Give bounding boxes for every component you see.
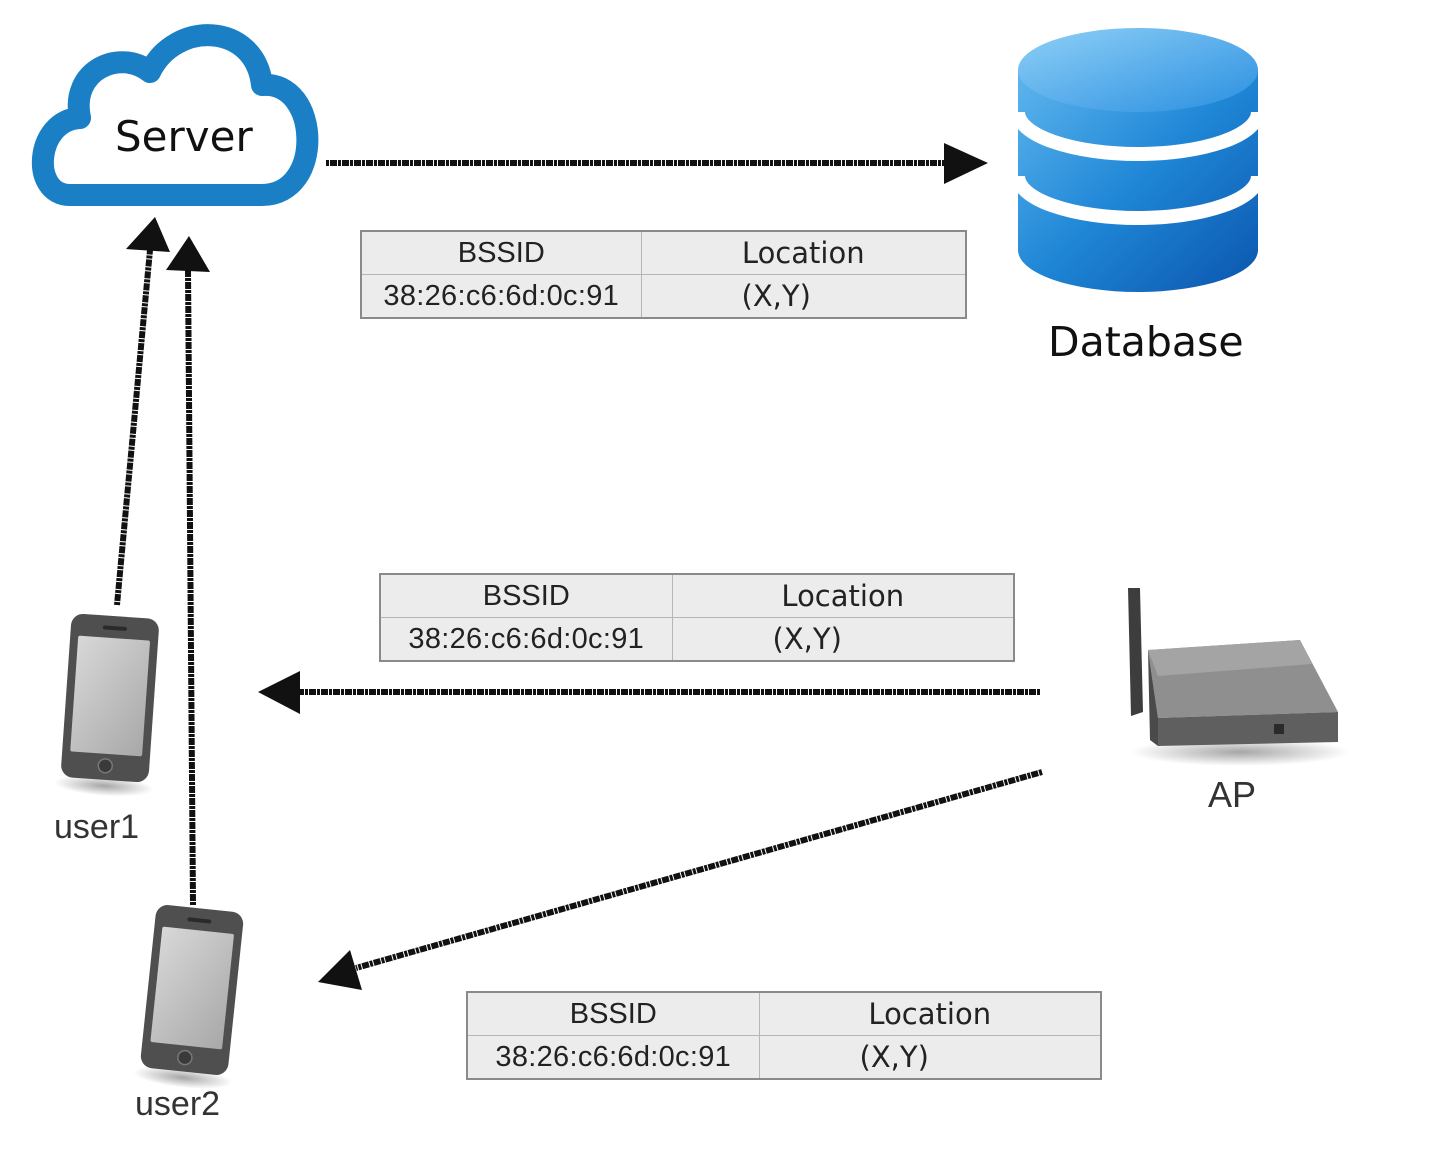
bssid-table-server-db: BSSID Location 38:26:c6:6d:0c:91 (X,Y) bbox=[360, 230, 967, 319]
bssid-header: BSSID bbox=[466, 991, 760, 1036]
bssid-value: 38:26:c6:6d:0c:91 bbox=[466, 1035, 760, 1080]
user2-label: user2 bbox=[135, 1085, 221, 1123]
server-label: Server bbox=[115, 112, 253, 161]
table-header-row: BSSID Location bbox=[466, 991, 1102, 1036]
arrow-ap-to-user1 bbox=[258, 671, 1040, 714]
location-value: (X,Y) bbox=[640, 274, 967, 319]
arrow-ap-to-user2 bbox=[318, 769, 1043, 990]
arrow-user2-to-server bbox=[166, 236, 210, 906]
location-header: Location bbox=[671, 573, 1015, 618]
bssid-header: BSSID bbox=[379, 573, 673, 618]
smartphone-icon bbox=[133, 905, 244, 1089]
router-icon bbox=[1128, 588, 1350, 766]
bssid-table-ap-user2: BSSID Location 38:26:c6:6d:0c:91 (X,Y) bbox=[466, 991, 1102, 1080]
bssid-header: BSSID bbox=[360, 230, 642, 275]
table-row: 38:26:c6:6d:0c:91 (X,Y) bbox=[466, 1035, 1102, 1080]
location-header: Location bbox=[640, 230, 967, 275]
arrow-server-to-database bbox=[326, 143, 988, 184]
bssid-value: 38:26:c6:6d:0c:91 bbox=[379, 617, 673, 662]
location-value: (X,Y) bbox=[671, 617, 1015, 662]
arrow-user1-to-server bbox=[114, 217, 170, 606]
cloud-icon bbox=[31, 24, 319, 206]
location-header: Location bbox=[758, 991, 1102, 1036]
bssid-value: 38:26:c6:6d:0c:91 bbox=[360, 274, 642, 319]
table-row: 38:26:c6:6d:0c:91 (X,Y) bbox=[360, 274, 967, 319]
table-header-row: BSSID Location bbox=[360, 230, 967, 275]
ap-label: AP bbox=[1208, 774, 1257, 815]
bssid-table-ap-user1: BSSID Location 38:26:c6:6d:0c:91 (X,Y) bbox=[379, 573, 1015, 662]
smartphone-icon bbox=[53, 613, 159, 797]
table-row: 38:26:c6:6d:0c:91 (X,Y) bbox=[379, 617, 1015, 662]
table-header-row: BSSID Location bbox=[379, 573, 1015, 618]
database-icon bbox=[1011, 28, 1265, 292]
location-value: (X,Y) bbox=[758, 1035, 1102, 1080]
user1-label: user1 bbox=[54, 808, 140, 846]
database-label: Database bbox=[1048, 318, 1244, 366]
